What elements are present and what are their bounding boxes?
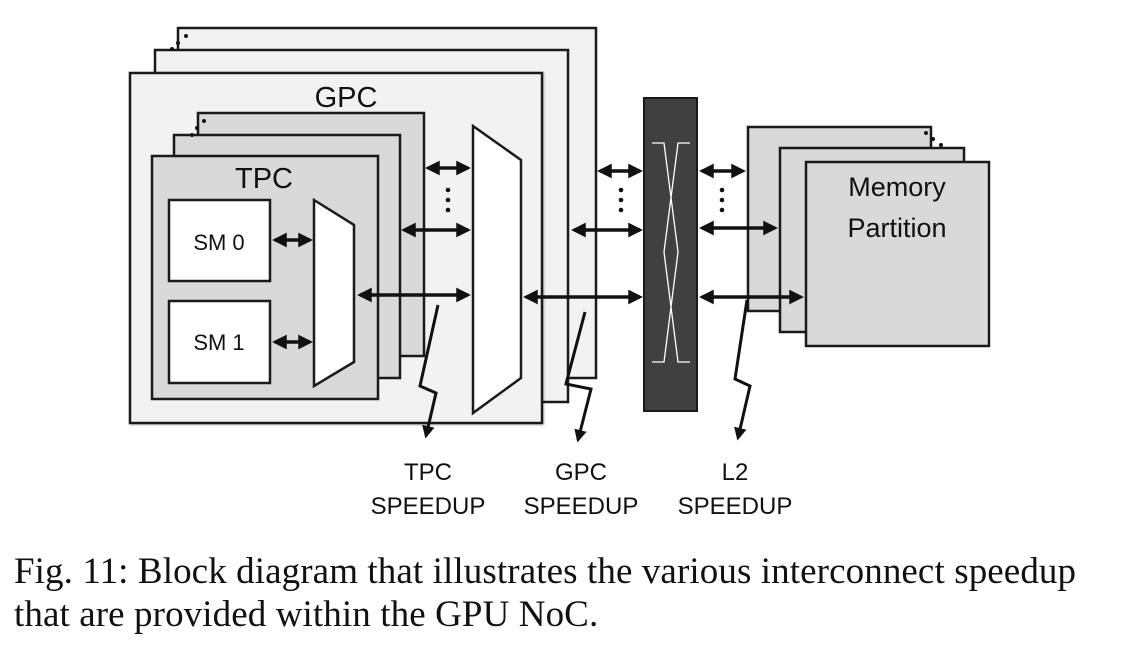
crossbar [643, 97, 698, 412]
speedup-labels: TPC SPEEDUP GPC SPEEDUP L2 SPEEDUP [371, 459, 793, 520]
speedup-indicators [418, 299, 752, 443]
gpc-label: GPC [315, 82, 378, 114]
connection-arrows [272, 160, 804, 350]
tpc-speedup-line1: TPC [404, 459, 452, 486]
gpc-mux [471, 123, 523, 416]
crossbar-box [643, 97, 698, 412]
l2-speedup-arrow [733, 299, 752, 441]
ellipsis-dots [445, 187, 725, 213]
memory-label-line2: Partition [847, 213, 946, 243]
l2-speedup-line1: L2 [722, 459, 749, 486]
memory-stack-dots [924, 131, 943, 147]
crossbar-lines [652, 142, 690, 363]
sm1-box [167, 299, 272, 385]
interconnect-block-diagram: GPC TPC SM 0 SM 1 Memory Partition [128, 26, 991, 520]
tpc-speedup-arrow [418, 304, 440, 439]
tpc-mux [312, 197, 356, 389]
memory-partition-stack: Memory Partition [746, 125, 991, 348]
gpc-speedup-arrow [564, 311, 593, 443]
memory-label-line1: Memory [848, 172, 946, 202]
memory-box-front [804, 160, 991, 348]
tpc-speedup-line2: SPEEDUP [371, 493, 486, 520]
sm1-label: SM 1 [193, 330, 244, 355]
l2-speedup-line2: SPEEDUP [678, 493, 793, 520]
gpc-stack-dots [170, 34, 188, 51]
sm0-label: SM 0 [193, 230, 244, 255]
tpc-label: TPC [235, 163, 293, 195]
gpc-speedup-line2: SPEEDUP [524, 493, 639, 520]
sm0-box [167, 198, 272, 283]
figure-caption: Fig. 11: Block diagram that illustrates … [14, 551, 1077, 635]
gpc-speedup-line1: GPC [555, 459, 607, 486]
tpc-stack-dots [190, 119, 206, 137]
